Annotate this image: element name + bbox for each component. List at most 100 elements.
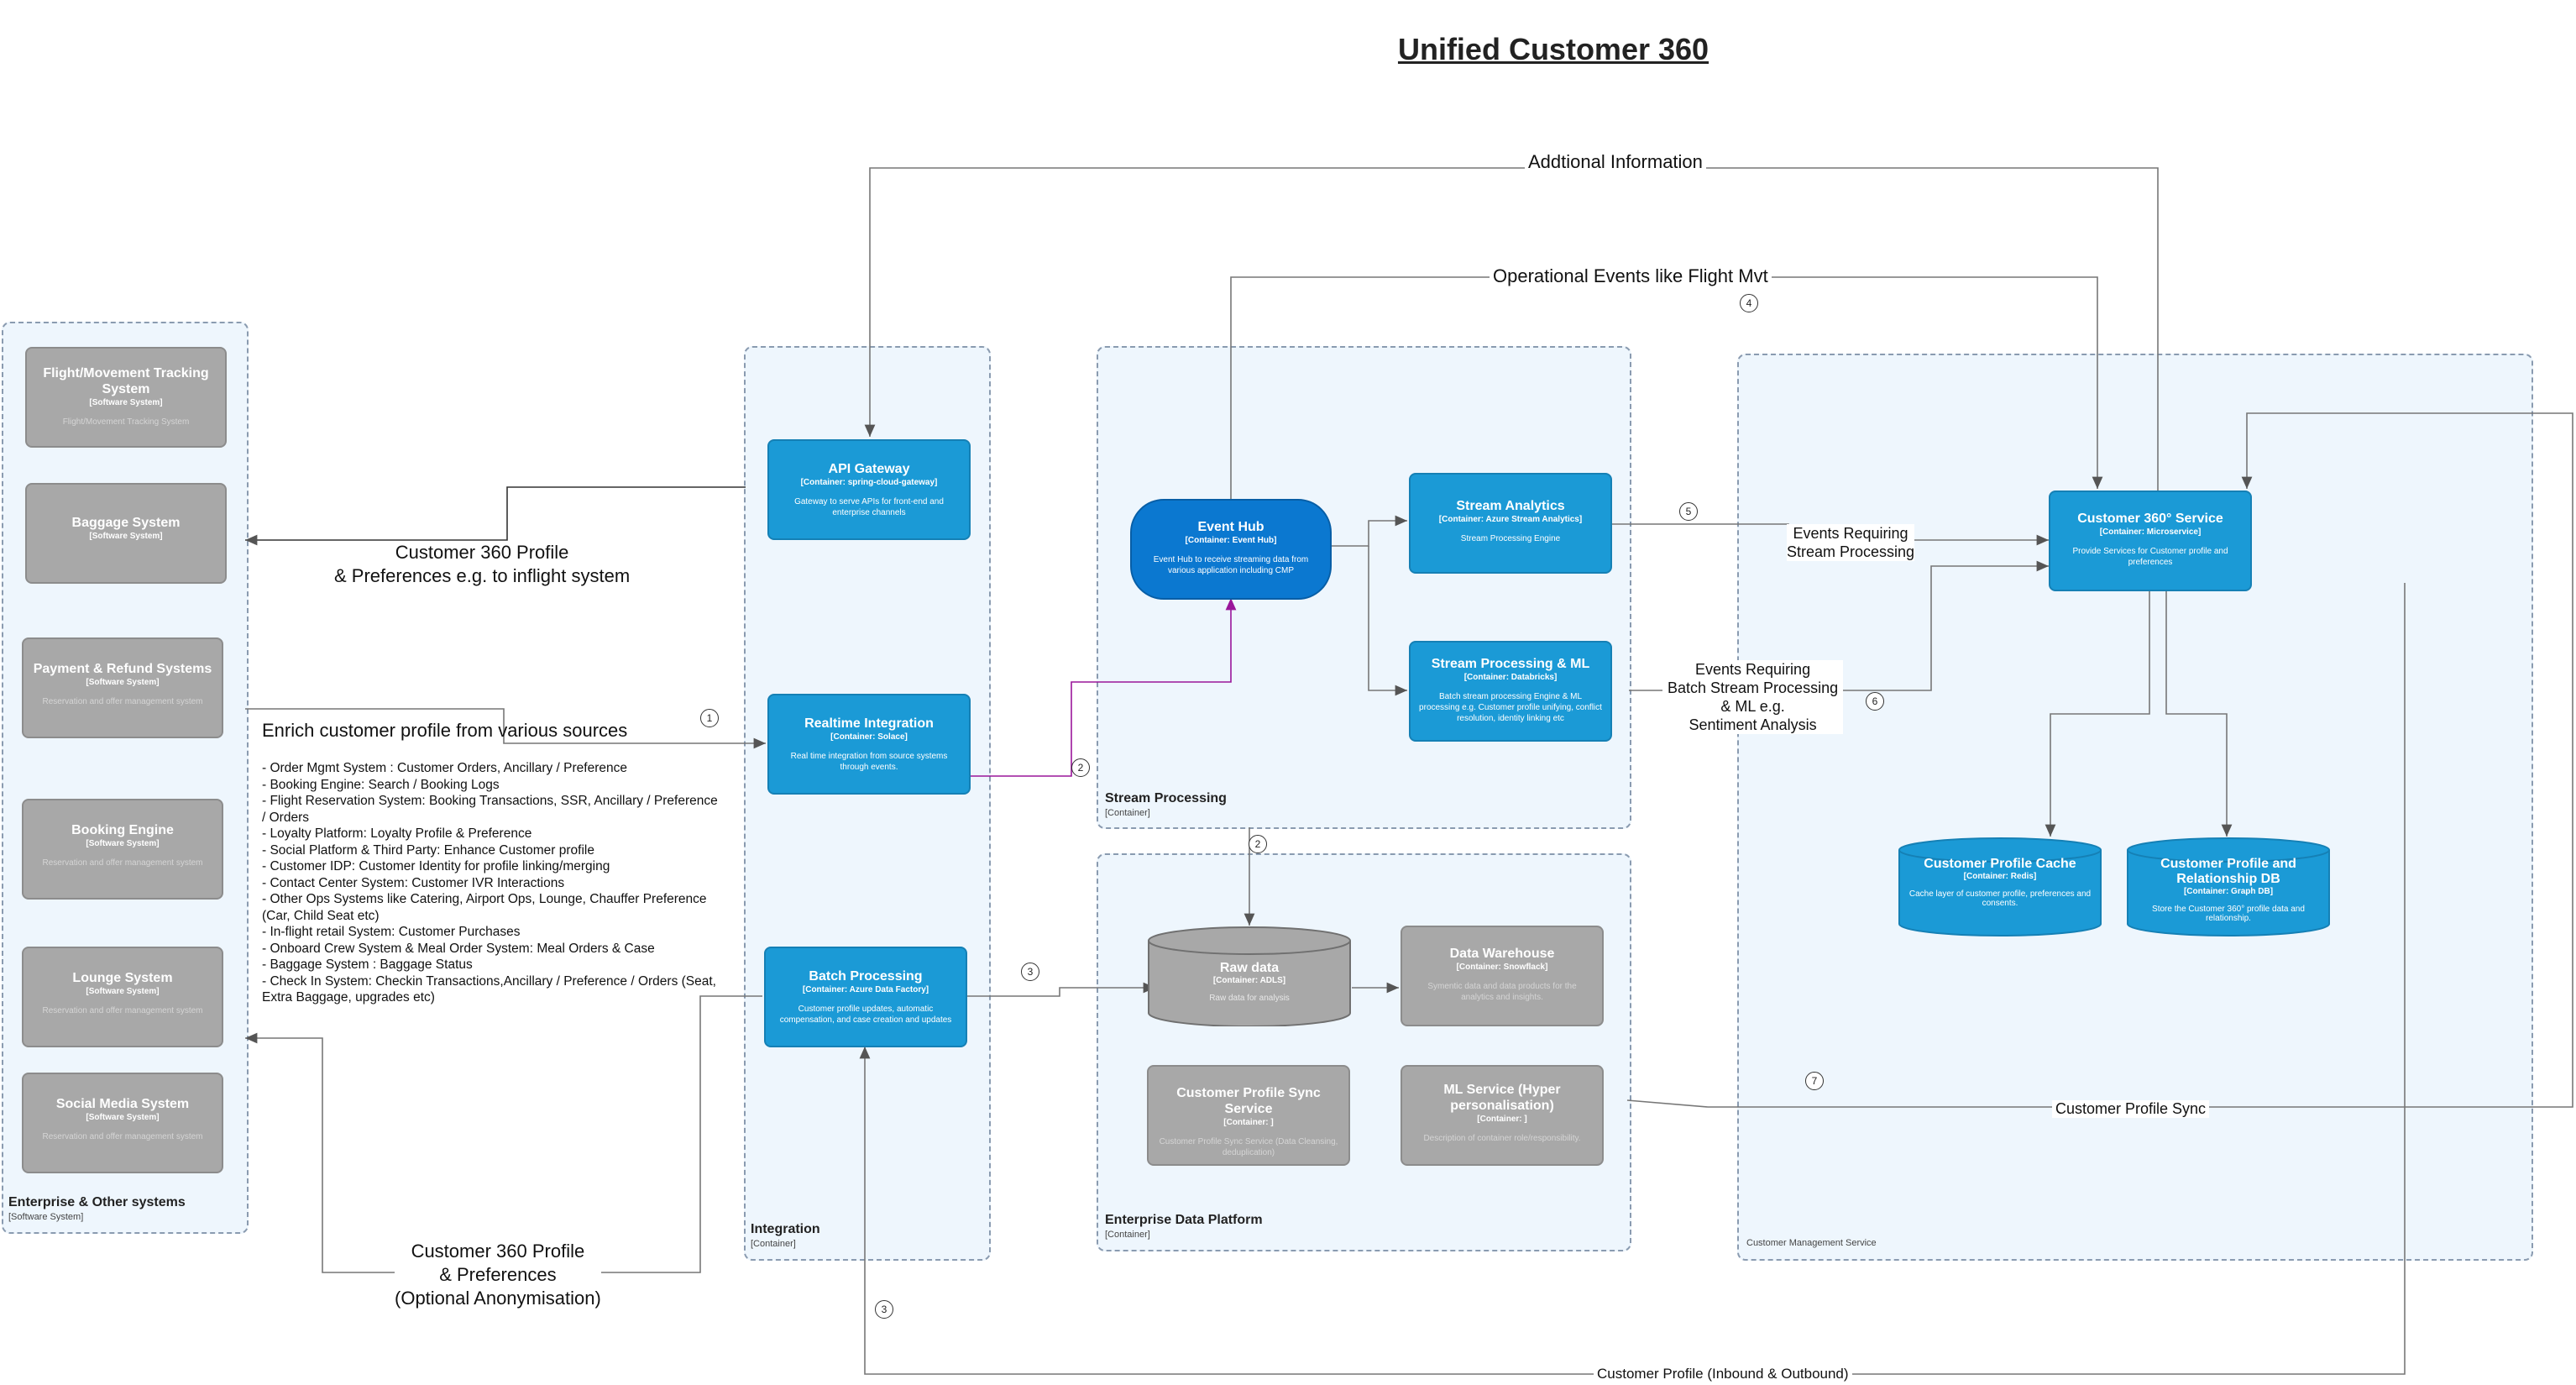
- wire-eventhub-ml: [1368, 546, 1407, 696]
- edp-boundary: [1097, 853, 1631, 1251]
- source-item: - Booking Engine: Search / Booking Logs: [262, 777, 500, 792]
- container-desc: Real time integration from source system…: [790, 752, 948, 772]
- ml-service[interactable]: ML Service (Hyper personalisation) [Cont…: [1401, 1065, 1604, 1166]
- container-title: Data Warehouse: [1449, 947, 1555, 961]
- cylinder-shape: [1148, 926, 1351, 1026]
- cylinder-shape: [2127, 837, 2330, 936]
- system-desc: Reservation and offer management system: [42, 858, 203, 868]
- profile-sync-service[interactable]: Customer Profile Sync Service [Container…: [1147, 1065, 1350, 1166]
- container-desc: Symentic data and data products for the …: [1427, 982, 1577, 1002]
- label-line: (Optional Anonymisation): [395, 1288, 601, 1309]
- cms-boundary-label: Customer Management Service: [1746, 1238, 1877, 1248]
- system-tech: [Software System]: [89, 532, 163, 541]
- source-item: - Loyalty Platform: Loyalty Profile & Pr…: [262, 826, 532, 841]
- system-payment[interactable]: Payment & Refund Systems [Software Syste…: [22, 637, 223, 738]
- system-title: Payment & Refund Systems: [33, 662, 212, 676]
- container-title: Customer Profile Cache: [1924, 857, 2076, 871]
- system-title: Lounge System: [72, 971, 173, 985]
- container-title: Customer Profile Sync Service: [1176, 1086, 1321, 1116]
- system-baggage[interactable]: Baggage System [Software System]: [25, 483, 227, 584]
- container-desc: Gateway to serve APIs for front-end and …: [794, 497, 944, 517]
- system-lounge[interactable]: Lounge System [Software System] Reservat…: [22, 947, 223, 1047]
- label-batch-required: Events Requiring Batch Stream Processing…: [1662, 660, 1844, 734]
- source-item: - Order Mgmt System : Customer Orders, A…: [262, 761, 627, 775]
- batch-processing[interactable]: Batch Processing [Container: Azure Data …: [764, 947, 967, 1047]
- system-title: Flight/Movement Tracking System: [43, 366, 209, 396]
- wire-c360-cache: [2045, 588, 2150, 837]
- label-line: Customer 360 Profile: [395, 542, 569, 563]
- wire-additional-info: [864, 167, 2159, 492]
- source-item: - Baggage System : Baggage Status: [262, 957, 473, 972]
- label-operational-events: Operational Events like Flight Mvt: [1490, 265, 1772, 287]
- label-profile-sync: Customer Profile Sync: [2052, 1100, 2210, 1118]
- system-booking[interactable]: Booking Engine [Software System] Reserva…: [22, 799, 223, 900]
- container-title: Stream Analytics: [1456, 499, 1565, 513]
- source-item: (Car, Child Seat etc): [262, 908, 380, 923]
- container-desc: Customer Profile Sync Service (Data Clea…: [1159, 1137, 1338, 1157]
- system-tech: [Software System]: [89, 398, 163, 407]
- source-item: - Social Platform & Third Party: Enhance…: [262, 842, 594, 858]
- container-title: Realtime Integration: [804, 716, 934, 731]
- container-title: API Gateway: [828, 462, 910, 476]
- customer-graph-db[interactable]: Customer Profile and Relationship DB [Co…: [2126, 837, 2331, 937]
- system-tech: [Software System]: [86, 1113, 160, 1122]
- container-title: Customer 360° Service: [2077, 512, 2223, 526]
- stream-processing-ml[interactable]: Stream Processing & ML [Container: Datab…: [1409, 641, 1612, 742]
- raw-data-store[interactable]: Raw data [Container: ADLS] Raw data for …: [1147, 926, 1352, 1026]
- system-desc: Flight/Movement Tracking System: [62, 417, 190, 427]
- stream-boundary-label: Stream Processing: [1105, 791, 1227, 805]
- step-marker: 3: [875, 1300, 893, 1319]
- stream-analytics[interactable]: Stream Analytics [Container: Azure Strea…: [1409, 473, 1612, 574]
- source-list: - Order Mgmt System : Customer Orders, A…: [262, 760, 749, 1006]
- api-gateway[interactable]: API Gateway [Container: spring-cloud-gat…: [767, 439, 971, 540]
- container-desc: Customer profile updates, automatic comp…: [779, 1005, 952, 1025]
- stream-boundary-sub: [Container]: [1105, 808, 1150, 818]
- system-desc: Reservation and offer management system: [42, 1132, 203, 1141]
- step-marker: 2: [1249, 835, 1267, 853]
- integration-boundary-sub: [Container]: [751, 1239, 796, 1249]
- realtime-integration[interactable]: Realtime Integration [Container: Solace]…: [767, 694, 971, 795]
- source-item: - In-flight retail System: Customer Purc…: [262, 925, 521, 939]
- container-tech: [Container: Snowflack]: [1456, 963, 1548, 972]
- container-desc: Raw data for analysis: [1209, 994, 1290, 1003]
- system-tech: [Software System]: [86, 987, 160, 996]
- label-line: & Preferences: [439, 1264, 557, 1285]
- edp-boundary-sub: [Container]: [1105, 1230, 1150, 1240]
- wire-batch-to-enterprise: [245, 995, 762, 1273]
- container-tech: [Container: Azure Data Factory]: [802, 985, 929, 994]
- container-desc: Cache layer of customer profile, prefere…: [1908, 889, 2092, 908]
- container-tech: [Container: Event Hub]: [1185, 536, 1277, 545]
- system-social-media[interactable]: Social Media System [Software System] Re…: [22, 1073, 223, 1173]
- system-tech: [Software System]: [86, 839, 160, 848]
- label-inbound-outbound: Customer Profile (Inbound & Outbound): [1594, 1366, 1852, 1382]
- label-profile-preferences: Customer 360 Profile & Preferences e.g. …: [334, 541, 630, 588]
- container-title: Customer Profile and Relationship DB: [2160, 857, 2296, 886]
- label-line: Customer 360 Profile: [411, 1241, 585, 1262]
- wire-realtime-to-eventhub: [971, 598, 1237, 777]
- label-additional-info: Addtional Information: [1525, 151, 1706, 173]
- wire-profile-sync: [1626, 412, 2573, 1108]
- data-warehouse[interactable]: Data Warehouse [Container: Snowflack] Sy…: [1401, 926, 1604, 1026]
- wire-eventhub-analytics: [1332, 515, 1407, 547]
- system-flight-tracking[interactable]: Flight/Movement Tracking System [Softwar…: [25, 347, 227, 448]
- event-hub[interactable]: Event Hub [Container: Event Hub] Event H…: [1130, 499, 1332, 600]
- step-marker: 7: [1805, 1072, 1824, 1090]
- container-desc: Event Hub to receive streaming data from…: [1153, 555, 1309, 575]
- container-desc: Batch stream processing Engine & ML proc…: [1419, 692, 1602, 723]
- container-desc: Provide Services for Customer profile an…: [2072, 547, 2228, 567]
- diagram-title: Unified Customer 360: [1397, 32, 1709, 66]
- customer-profile-cache[interactable]: Customer Profile Cache [Container: Redis…: [1898, 837, 2102, 937]
- system-title: Social Media System: [55, 1097, 190, 1111]
- container-tech: [Container: Azure Stream Analytics]: [1438, 515, 1583, 524]
- label-line: & Preferences e.g. to inflight system: [334, 565, 631, 586]
- step-marker: 1: [700, 709, 719, 727]
- customer-360-service[interactable]: Customer 360° Service [Container: Micros…: [2049, 491, 2252, 591]
- label-line: Events Requiring: [1695, 661, 1811, 678]
- system-tech: [Software System]: [86, 678, 160, 687]
- wire-batch-to-raw: [964, 982, 1155, 997]
- cylinder-shape: [1898, 837, 2102, 936]
- label-enrich: Enrich customer profile from various sou…: [262, 720, 628, 741]
- system-title: Booking Engine: [71, 823, 174, 837]
- container-tech: [Container: ]: [1477, 1115, 1527, 1124]
- container-tech: [Container: Microservice]: [2099, 527, 2202, 537]
